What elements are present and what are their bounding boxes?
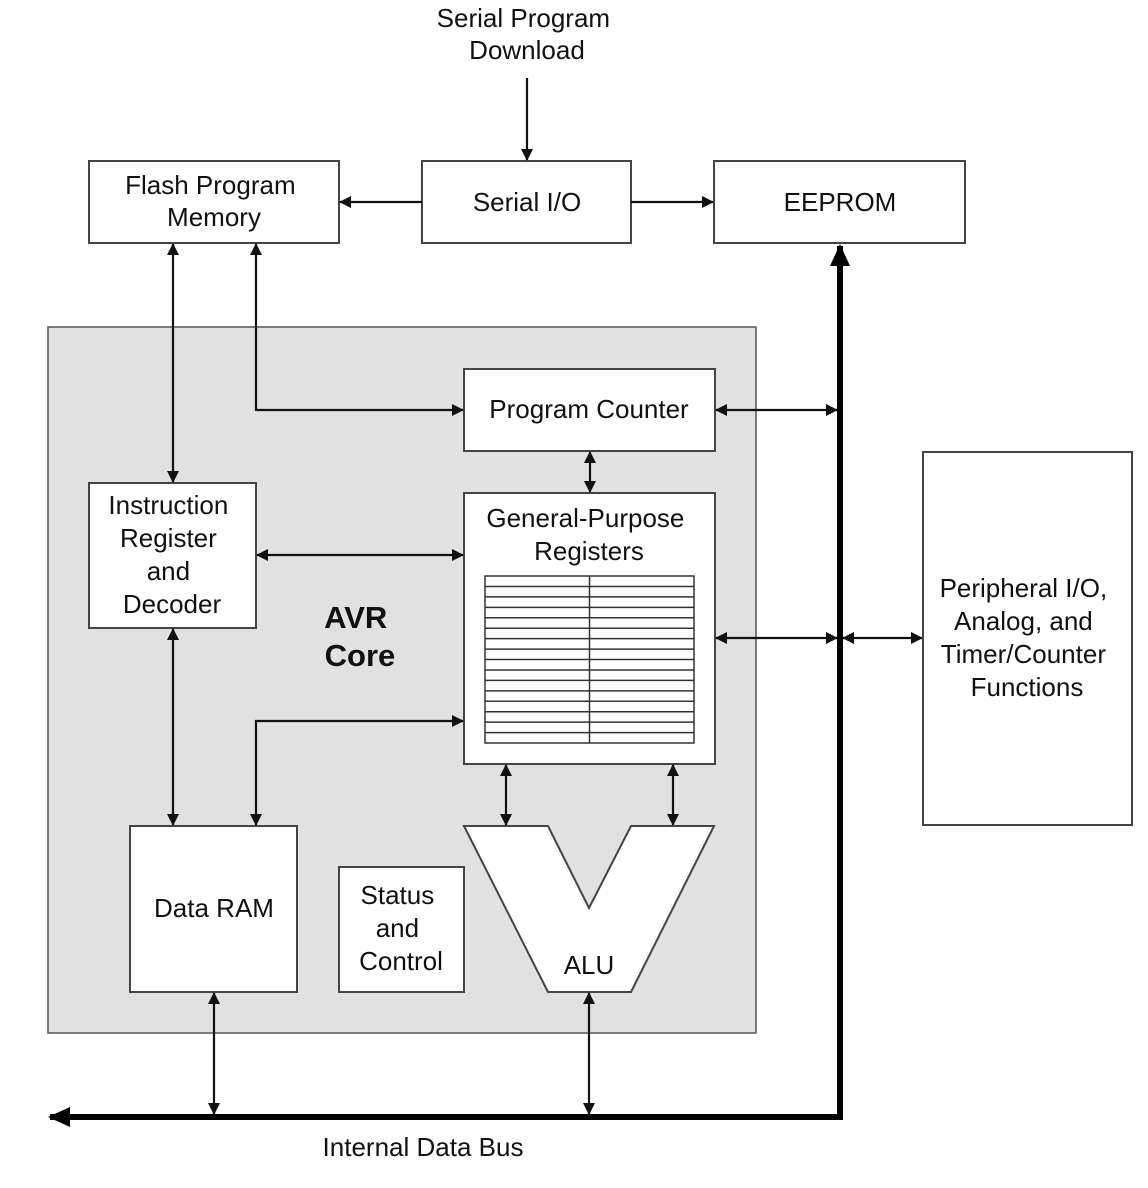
svg-text:Serial I/O: Serial I/O [473,187,581,217]
svg-text:EEPROM: EEPROM [784,187,897,217]
eeprom-block: EEPROM [713,160,966,244]
svg-text:Program Counter: Program Counter [489,394,689,424]
svg-text:Data RAM: Data RAM [154,893,274,923]
svg-text:ALU: ALU [564,950,615,980]
program-counter-block: Program Counter [463,368,716,452]
status-control-block: Status and Control [338,866,465,993]
serial-download-label: Serial Program Download [437,3,618,65]
gp-registers-block: General-Purpose Registers [463,492,716,765]
instruction-register-block: Instruction Register and Decoder [88,482,257,629]
flash-memory-block: Flash Program Memory [88,160,340,244]
internal-bus-label: Internal Data Bus [323,1132,524,1162]
peripheral-block: Peripheral I/O, Analog, and Timer/Counte… [922,451,1133,826]
register-file-grid [484,575,695,744]
svg-text:Flash Program Memory: Flash Program Memory [125,170,303,232]
data-ram-block: Data RAM [129,825,298,993]
internal-data-bus [48,244,850,1127]
serial-io-block: Serial I/O [421,160,632,244]
svg-text:Peripheral I/O, Analog,: Peripheral I/O, Analog, and Timer/Counte… [940,573,1115,702]
